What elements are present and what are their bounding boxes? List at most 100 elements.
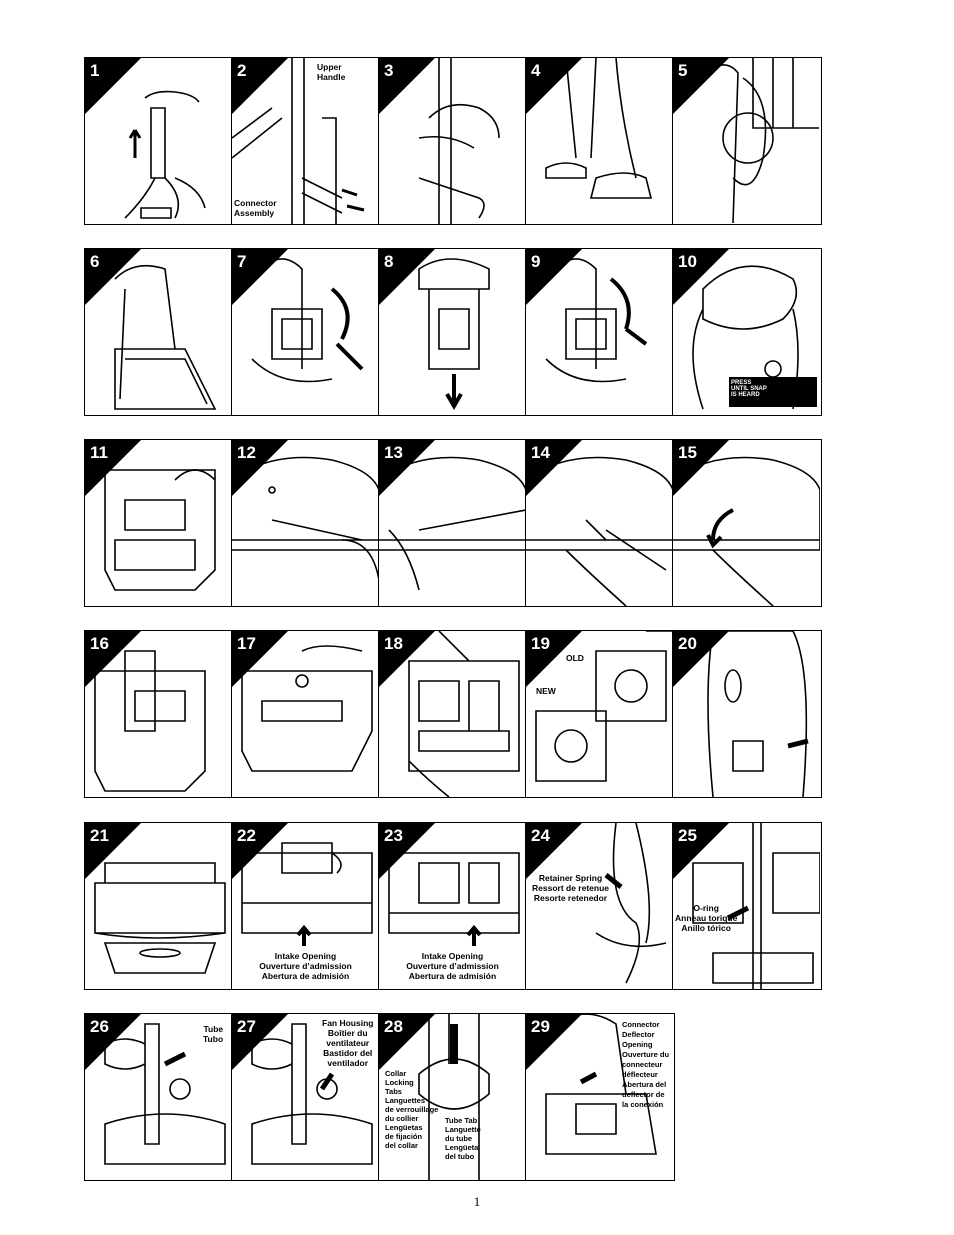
step-illustration <box>104 469 216 591</box>
step-number: 9 <box>531 252 541 271</box>
step-illustration <box>388 852 520 946</box>
step-number: 24 <box>531 826 550 845</box>
callout-line: Ressort de retenue <box>532 883 609 893</box>
callout-line: deflector de <box>622 1090 665 1099</box>
step-panel-3: 3 <box>379 58 526 224</box>
step-panel-1: 1 <box>85 58 232 224</box>
step-number-badge: 29 <box>526 1014 582 1070</box>
step-number: 12 <box>237 443 256 462</box>
step-number: 21 <box>90 826 109 845</box>
callout-line: Tabs <box>385 1087 402 1096</box>
step-illustration <box>526 456 672 606</box>
step-panel-20: 20 <box>673 631 820 797</box>
step-panel-5: 5 <box>673 58 820 224</box>
callout-line: Languettes <box>385 1096 426 1105</box>
callout-line: del collar <box>385 1141 418 1150</box>
step-illustration <box>241 842 373 946</box>
step-panel-12: 12 <box>232 440 379 606</box>
step-number-badge: 23 <box>379 823 435 879</box>
callout-line: Connector <box>234 198 277 208</box>
callout-line: Abertura del <box>622 1080 667 1089</box>
step-number: 26 <box>90 1017 109 1036</box>
callout-line: Deflector <box>622 1030 655 1039</box>
step-illustration <box>408 631 520 797</box>
step-number: 11 <box>90 443 108 462</box>
step-illustration <box>241 645 373 772</box>
step-panel-9: 9 <box>526 249 673 415</box>
step-panel-18: 18 <box>379 631 526 797</box>
step-illustration <box>418 58 500 224</box>
step-number-badge: 11 <box>85 440 141 496</box>
step-illustration <box>114 264 217 410</box>
step-number: 17 <box>237 634 256 653</box>
press-line: IS HEARD <box>731 392 760 398</box>
step-illustration <box>418 1014 490 1180</box>
step-number: 19 <box>531 634 550 653</box>
callout-line: Retainer Spring <box>538 873 603 883</box>
step-number: 15 <box>678 443 697 462</box>
callout-line: Tubo <box>203 1034 224 1044</box>
callout-line: Ouverture d’admission <box>406 961 499 971</box>
callout-line: Resorte retenedor <box>533 893 608 903</box>
callout-line: OLD <box>566 653 584 663</box>
step-number-badge: 2 <box>232 58 288 114</box>
step-number-badge: 26 <box>85 1014 141 1070</box>
step-number-badge: 14 <box>526 440 582 496</box>
step-panel-4: 4 <box>526 58 673 224</box>
step-number-badge: 7 <box>232 249 288 305</box>
callout-label: OLD <box>566 653 584 663</box>
step-number-badge: 25 <box>673 823 729 879</box>
callout-line: Lengüetas <box>385 1123 423 1132</box>
step-panel-16: 16 <box>85 631 232 797</box>
step-illustration <box>545 258 648 383</box>
step-number-badge: 8 <box>379 249 435 305</box>
step-number: 20 <box>678 634 697 653</box>
step-number: 3 <box>384 61 394 80</box>
step-panel-17: 17 <box>232 631 379 797</box>
press-line: PRESS <box>731 380 752 386</box>
callout-label: NEW <box>536 686 556 696</box>
step-illustration <box>104 1023 226 1165</box>
step-number: 2 <box>237 61 247 80</box>
step-number-badge: 12 <box>232 440 288 496</box>
callout-line: NEW <box>536 686 556 696</box>
step-number-badge: 21 <box>85 823 141 879</box>
step-illustration <box>692 823 820 989</box>
callout-line: ventilador <box>327 1058 369 1068</box>
callout-line: connecteur <box>622 1060 663 1069</box>
callout-line: Opening <box>622 1040 653 1049</box>
step-number-badge: 4 <box>526 58 582 114</box>
step-number: 4 <box>531 61 541 80</box>
step-number: 16 <box>90 634 109 653</box>
step-number-badge: 9 <box>526 249 582 305</box>
callout-line: Collar <box>385 1069 407 1078</box>
step-illustration <box>94 650 206 792</box>
step-number: 14 <box>531 443 550 462</box>
callout-line: Assembly <box>234 208 275 218</box>
step-panel-14: 14 <box>526 440 673 606</box>
step-number-badge: 17 <box>232 631 288 687</box>
step-number-badge: 13 <box>379 440 435 496</box>
callout-line: déflecteur <box>622 1070 658 1079</box>
callout-line: Ouverture d’admission <box>259 961 352 971</box>
callout-line: de fijación <box>385 1132 423 1141</box>
step-number: 23 <box>384 826 403 845</box>
step-number: 28 <box>384 1017 403 1036</box>
step-panel-13: 13 <box>379 440 526 606</box>
callout-line: du tube <box>445 1134 473 1143</box>
step-panel-7: 7 <box>232 249 379 415</box>
step-number-badge: 5 <box>673 58 729 114</box>
